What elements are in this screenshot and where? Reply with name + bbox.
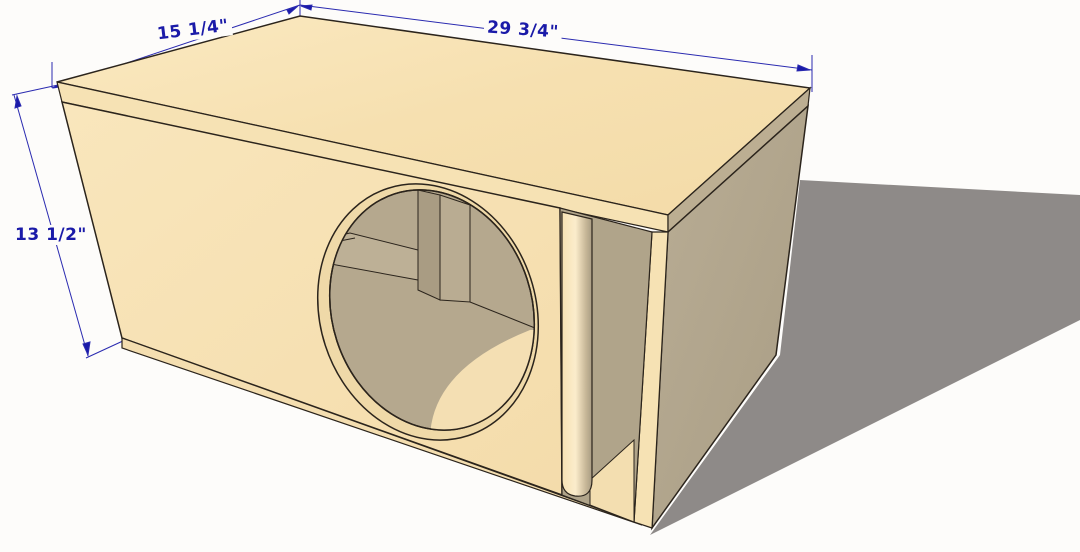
cast-shadow bbox=[650, 180, 1080, 535]
port-floor bbox=[589, 438, 635, 523]
dimension-label-height: 13 1/2" bbox=[12, 225, 90, 245]
port-rounded-wall bbox=[561, 211, 593, 497]
